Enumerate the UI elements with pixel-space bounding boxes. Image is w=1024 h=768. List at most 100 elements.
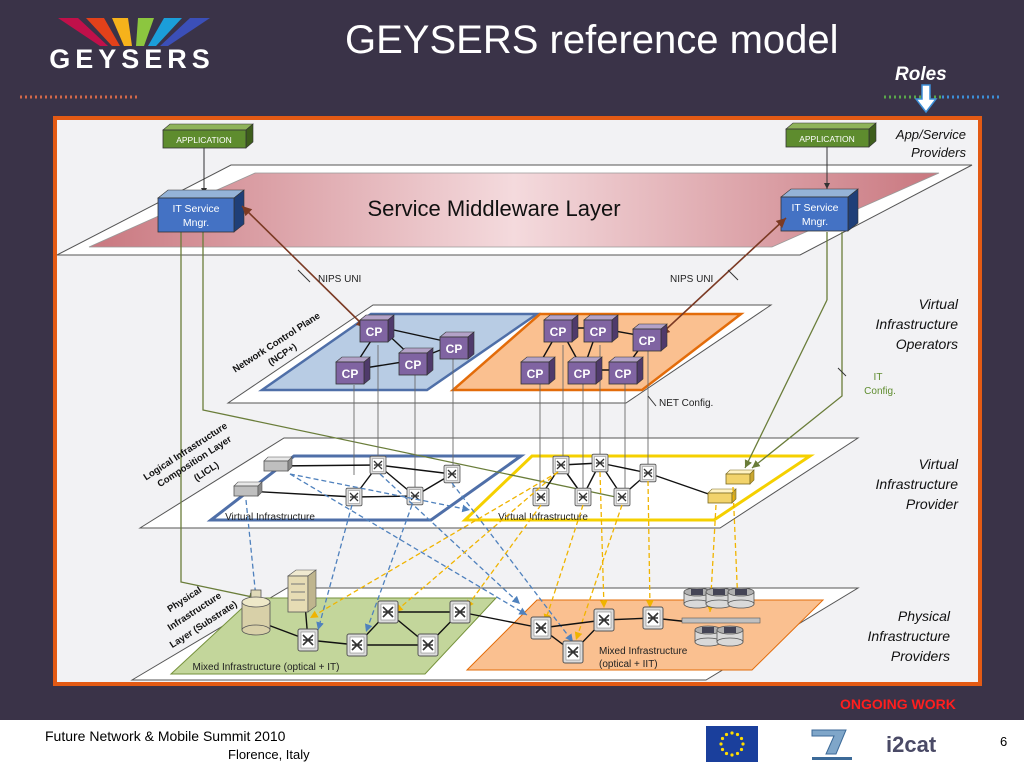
cp-box-b3[interactable]: CP — [398, 347, 434, 376]
i2cat-logo-text: i2cat — [886, 732, 937, 757]
roles-label: Roles — [895, 64, 947, 85]
ongoing-work-label: ONGOING WORK — [840, 696, 956, 712]
it-mngr-right-line2: Mngr. — [802, 216, 828, 228]
physical-switch-2[interactable] — [346, 633, 368, 657]
licl-vnode-1[interactable] — [263, 456, 293, 472]
physical-switch-8[interactable] — [642, 606, 664, 630]
physical-switch-4[interactable] — [417, 633, 439, 657]
virtual-infra-label-left: Virtual Infrastructure — [225, 512, 315, 523]
cp-box-o6[interactable]: CP — [608, 356, 644, 385]
svg-text:Physical: Physical — [898, 608, 951, 624]
svg-text:CP: CP — [639, 334, 656, 348]
licl-yellow-domain — [461, 454, 815, 522]
cp-box-b2[interactable]: CP — [439, 331, 475, 360]
it-service-mngr-right[interactable]: IT Service Mngr. — [780, 188, 859, 232]
licl-switch-2[interactable] — [443, 464, 461, 484]
licl-switch-5[interactable] — [552, 455, 570, 475]
title-separator-right — [884, 95, 1002, 99]
svg-text:CP: CP — [527, 367, 544, 381]
it-config-line2: Config. — [864, 386, 896, 397]
physical-switch-1[interactable] — [297, 628, 319, 652]
svg-text:Infrastructure: Infrastructure — [876, 476, 959, 492]
svg-text:CP: CP — [550, 325, 567, 339]
svg-text:App/Service: App/Service — [895, 127, 966, 142]
service-middleware-label: Service Middleware Layer — [367, 196, 620, 221]
nips-uni-link-left — [241, 205, 367, 329]
cp-box-o3[interactable]: CP — [632, 323, 668, 352]
licl-switch-3[interactable] — [345, 487, 363, 507]
application-box-left[interactable]: APPLICATION — [162, 123, 254, 149]
cp-box-o1[interactable]: CP — [543, 314, 579, 343]
it-config-line1: IT — [874, 372, 883, 383]
licl-plane — [138, 437, 860, 529]
licl-switch-10[interactable] — [613, 487, 631, 507]
it-mngr-right-line1: IT Service — [791, 202, 838, 214]
footer-event: Future Network & Mobile Summit 2010 — [45, 728, 286, 744]
licl-switch-8[interactable] — [532, 487, 550, 507]
licl-vnode-4[interactable] — [707, 488, 737, 504]
cp-box-b4[interactable]: CP — [335, 356, 371, 385]
physical-orange-domain — [465, 599, 825, 671]
server-cluster-icon — [681, 587, 761, 647]
slide-title: GEYSERS reference model — [345, 18, 839, 62]
physical-switch-5[interactable] — [449, 600, 471, 624]
mixed-infra-right-line2: (optical + IIT) — [599, 659, 658, 670]
svg-text:Providers: Providers — [911, 145, 966, 160]
svg-text:Virtual: Virtual — [919, 296, 959, 312]
cp-box-o4[interactable]: CP — [520, 356, 556, 385]
mixed-infra-left-label: Mixed Infrastructure (optical + IT) — [193, 662, 340, 673]
licl-switch-9[interactable] — [574, 487, 592, 507]
svg-text:CP: CP — [405, 358, 422, 372]
net-config-label: NET Config. — [659, 398, 713, 409]
cp-box-b1[interactable]: CP — [359, 314, 395, 343]
page-number: 6 — [1000, 734, 1008, 749]
physical-switch-6[interactable] — [530, 616, 552, 640]
logo-rays — [58, 18, 210, 46]
svg-text:Operators: Operators — [896, 336, 958, 352]
licl-switch-7[interactable] — [639, 463, 657, 483]
svg-text:Provider: Provider — [906, 496, 959, 512]
svg-text:Virtual: Virtual — [919, 456, 959, 472]
nips-uni-link-right — [659, 217, 787, 336]
licl-switch-6[interactable] — [591, 453, 609, 473]
licl-vnode-3[interactable] — [725, 469, 755, 485]
geysers-logo: GEYSERS — [49, 18, 215, 72]
fp7-logo-icon — [811, 729, 852, 760]
cp-box-o2[interactable]: CP — [583, 314, 619, 343]
application-label-right: APPLICATION — [799, 134, 855, 144]
physical-switch-9[interactable] — [562, 640, 584, 664]
physical-switch-3[interactable] — [377, 600, 399, 624]
role-app-service-providers: App/Service Providers — [895, 127, 967, 160]
mapping-links-gold — [309, 471, 742, 641]
virtual-infra-label-right: Virtual Infrastructure — [498, 512, 588, 523]
role-virtual-infrastructure-provider: Virtual Infrastructure Provider — [876, 456, 960, 512]
licl-switch-1[interactable] — [369, 455, 387, 475]
it-config-links — [180, 232, 843, 601]
svg-text:CP: CP — [590, 325, 607, 339]
i2cat-logo-icon: i2cat — [886, 732, 937, 757]
svg-text:CP: CP — [446, 342, 463, 356]
licl-blue-domain — [206, 454, 526, 522]
role-virtual-infrastructure-operators: Virtual Infrastructure Operators — [876, 296, 959, 352]
svg-text:CP: CP — [615, 367, 632, 381]
storage-tank-icon — [241, 589, 271, 636]
logo-wordmark: GEYSERS — [49, 44, 215, 72]
server-rack-icon — [287, 569, 317, 613]
roles-arrow-icon — [914, 84, 938, 114]
cp-box-o5[interactable]: CP — [567, 356, 603, 385]
footer: Future Network & Mobile Summit 2010 Flor… — [0, 720, 1024, 768]
it-service-mngr-left[interactable]: IT Service Mngr. — [157, 189, 245, 233]
svg-text:Infrastructure: Infrastructure — [868, 628, 951, 644]
licl-vnode-2[interactable] — [233, 481, 263, 497]
eu-flag-icon — [706, 726, 758, 762]
svg-text:Providers: Providers — [891, 648, 950, 664]
title-separator-left — [20, 95, 140, 99]
svg-text:Infrastructure: Infrastructure — [876, 316, 959, 332]
application-box-right[interactable]: APPLICATION — [785, 122, 877, 148]
svg-text:CP: CP — [366, 325, 383, 339]
nips-uni-label-right: NIPS UNI — [670, 274, 713, 285]
mapping-links-blue — [245, 473, 574, 643]
physical-switch-7[interactable] — [593, 608, 615, 632]
